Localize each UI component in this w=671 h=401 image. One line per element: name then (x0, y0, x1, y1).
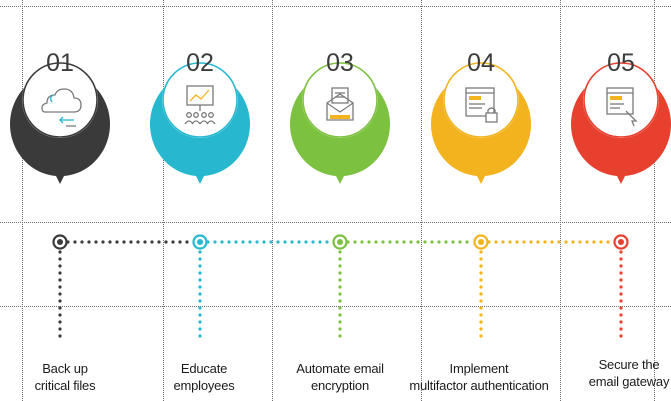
step-03-label: Automate email encryption (296, 361, 384, 393)
step-03-number: 03 (326, 49, 354, 77)
step-04: 04 (430, 49, 531, 184)
grid-line (22, 0, 23, 401)
timeline-node-01 (52, 234, 68, 250)
step-03: 03 (289, 49, 390, 184)
step-04-label: Implement multifactor authentication (409, 361, 549, 393)
grid-line (560, 0, 561, 401)
step-05: 05 (571, 49, 671, 184)
cloud-backup-icon (41, 88, 82, 127)
step-01-number: 01 (46, 49, 74, 77)
timeline-node-04 (473, 234, 489, 250)
presentation-board-icon (184, 85, 216, 125)
step-05-number: 05 (607, 49, 635, 77)
step-02-inner-disc (162, 62, 238, 138)
step-01-inner-disc (22, 62, 98, 138)
step-05-label: Secure the email gateway (588, 357, 670, 389)
secure-browser-lock-icon (465, 87, 498, 123)
step-01: 01 (10, 49, 110, 184)
step-04-number: 04 (467, 49, 495, 77)
timeline-node-02 (192, 234, 208, 250)
grid-line (0, 222, 671, 223)
grid-line (421, 0, 422, 401)
step-02-label: Educate employees (173, 361, 235, 393)
step-02: 02 (150, 49, 251, 184)
step-02-number: 02 (186, 49, 214, 77)
grid-line (0, 306, 671, 307)
grid-line (0, 6, 671, 7)
grid-line (654, 0, 655, 401)
grid-line (163, 0, 164, 401)
email-envelope-icon (326, 87, 354, 121)
step-01-inner-ring (22, 62, 98, 138)
step-04-inner-ring (443, 62, 519, 138)
timeline-node-03 (332, 234, 348, 250)
timeline-node-05 (613, 234, 629, 250)
step-05-inner-ring (583, 62, 659, 138)
step-01-label: Back up critical files (34, 361, 96, 393)
step-03-inner-ring (302, 62, 378, 138)
grid-line (272, 0, 273, 401)
email-gateway-window-icon (606, 87, 638, 127)
step-02-inner-ring (162, 62, 238, 138)
